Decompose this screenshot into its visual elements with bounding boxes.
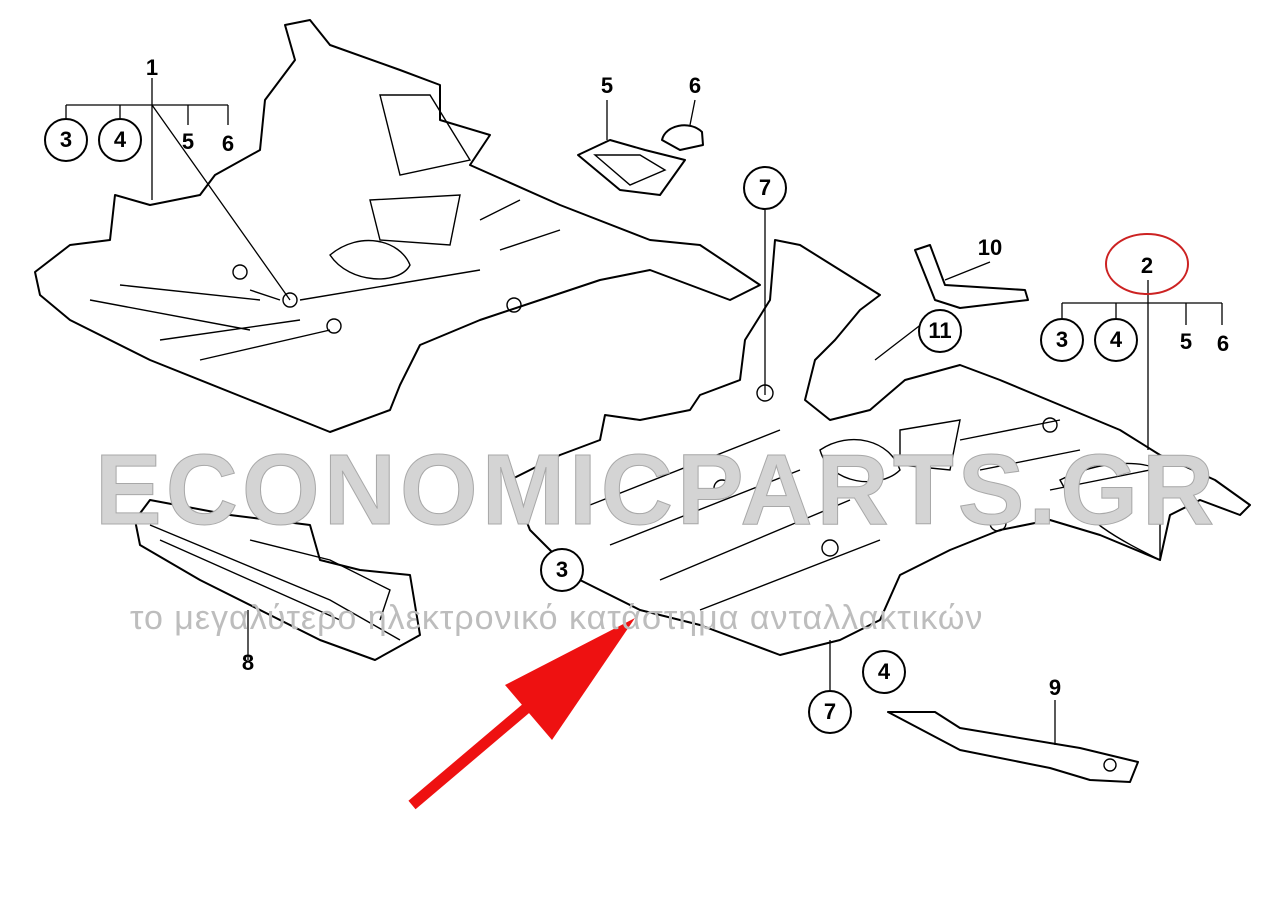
part-1-underbody-shield[interactable] <box>34 19 761 433</box>
callout-4-circled-right[interactable]: 4 <box>1094 318 1138 362</box>
watermark-subtitle: το μεγαλύτερο ηλεκτρονικό κατάστημα αντα… <box>130 599 984 637</box>
callout-3-circled[interactable]: 3 <box>44 118 88 162</box>
callout-8[interactable]: 8 <box>241 650 255 675</box>
callout-5[interactable]: 5 <box>181 129 195 154</box>
watermark-title: ECONOMICPARTS.GR <box>94 434 1219 546</box>
callout-9[interactable]: 9 <box>1048 675 1062 700</box>
part-6-cap[interactable] <box>661 124 704 151</box>
callout-1[interactable]: 1 <box>145 55 159 80</box>
part-10-bracket[interactable] <box>914 244 1029 309</box>
callout-10[interactable]: 10 <box>977 235 1003 260</box>
callout-6-right[interactable]: 6 <box>1216 331 1230 356</box>
callout-3-circled-lower[interactable]: 3 <box>540 548 584 592</box>
red-arrow-icon <box>408 618 635 810</box>
callout-6[interactable]: 6 <box>221 131 235 156</box>
callout-4-circled-lower[interactable]: 4 <box>862 650 906 694</box>
part-9-strut[interactable] <box>887 711 1139 783</box>
callout-5-right[interactable]: 5 <box>1179 329 1193 354</box>
callout-6-top[interactable]: 6 <box>688 73 702 98</box>
part-2-underbody-shield[interactable] <box>509 239 1251 656</box>
part-5-bracket[interactable] <box>577 139 686 196</box>
highlight-circle <box>1105 233 1189 295</box>
callout-3-circled-right[interactable]: 3 <box>1040 318 1084 362</box>
callout-11-circled[interactable]: 11 <box>918 309 962 353</box>
callout-2[interactable]: 2 <box>1140 253 1154 278</box>
callout-7-circled-bottom[interactable]: 7 <box>808 690 852 734</box>
part-8-shield[interactable] <box>134 499 421 661</box>
callout-4-circled[interactable]: 4 <box>98 118 142 162</box>
callout-5-top[interactable]: 5 <box>600 73 614 98</box>
callout-7-circled-top[interactable]: 7 <box>743 166 787 210</box>
